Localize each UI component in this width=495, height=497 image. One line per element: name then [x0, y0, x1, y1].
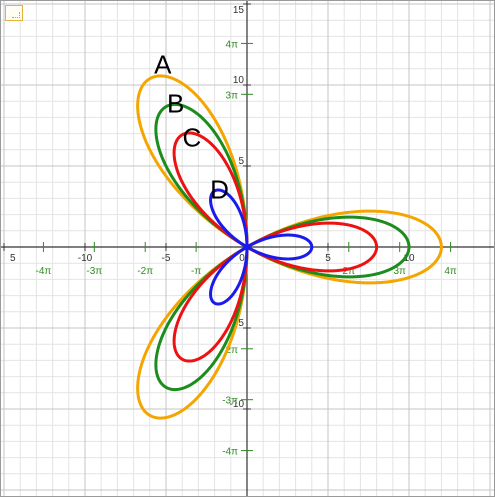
x-tick-label: 10 — [403, 253, 415, 264]
x-pi-tick-label: -π — [191, 266, 201, 277]
x-pi-tick-label: 3π — [393, 266, 406, 277]
curve-label-a: A — [154, 50, 172, 80]
x-pi-tick-label: -2π — [137, 266, 153, 277]
x-pi-tick-label: 4π — [444, 266, 457, 277]
y-pi-tick-label: -4π — [222, 447, 238, 458]
tick-labels: 5 -10 -5 0 5 10 15 10 5 -5 -10 -4π -3π -2π -π 2π 3π 4π 4π 3… — [10, 5, 457, 458]
x-pi-tick-label: -3π — [86, 266, 102, 277]
y-tick-label: -10 — [230, 399, 245, 410]
curve-label-b: B — [167, 89, 184, 119]
x-tick-label: -10 — [78, 253, 93, 264]
ticks — [3, 3, 452, 452]
x-pi-tick-label: 2π — [343, 266, 356, 277]
y-pi-tick-label: 4π — [226, 39, 239, 50]
x-tick-label: 5 — [325, 253, 331, 264]
corner-dots-icon — [12, 12, 20, 18]
y-tick-label: 15 — [233, 5, 245, 16]
rose-curve-d — [209, 188, 314, 306]
x-tick-label: 0 — [239, 253, 245, 264]
graph-options-icon[interactable] — [5, 5, 23, 21]
y-tick-label: 5 — [238, 156, 244, 167]
curve-label-c: C — [183, 123, 202, 153]
x-pi-tick-label: -4π — [36, 266, 52, 277]
curves — [136, 74, 443, 420]
y-pi-tick-label: 2π — [226, 345, 239, 356]
y-tick-label: -5 — [235, 318, 244, 329]
x-tick-label: -5 — [162, 253, 171, 264]
y-tick-label: 10 — [233, 75, 245, 86]
y-pi-tick-label: 3π — [226, 90, 239, 101]
y-pi-tick-label: -3π — [222, 396, 238, 407]
curve-label-d: D — [210, 174, 229, 204]
x-tick-label: 5 — [10, 253, 16, 264]
